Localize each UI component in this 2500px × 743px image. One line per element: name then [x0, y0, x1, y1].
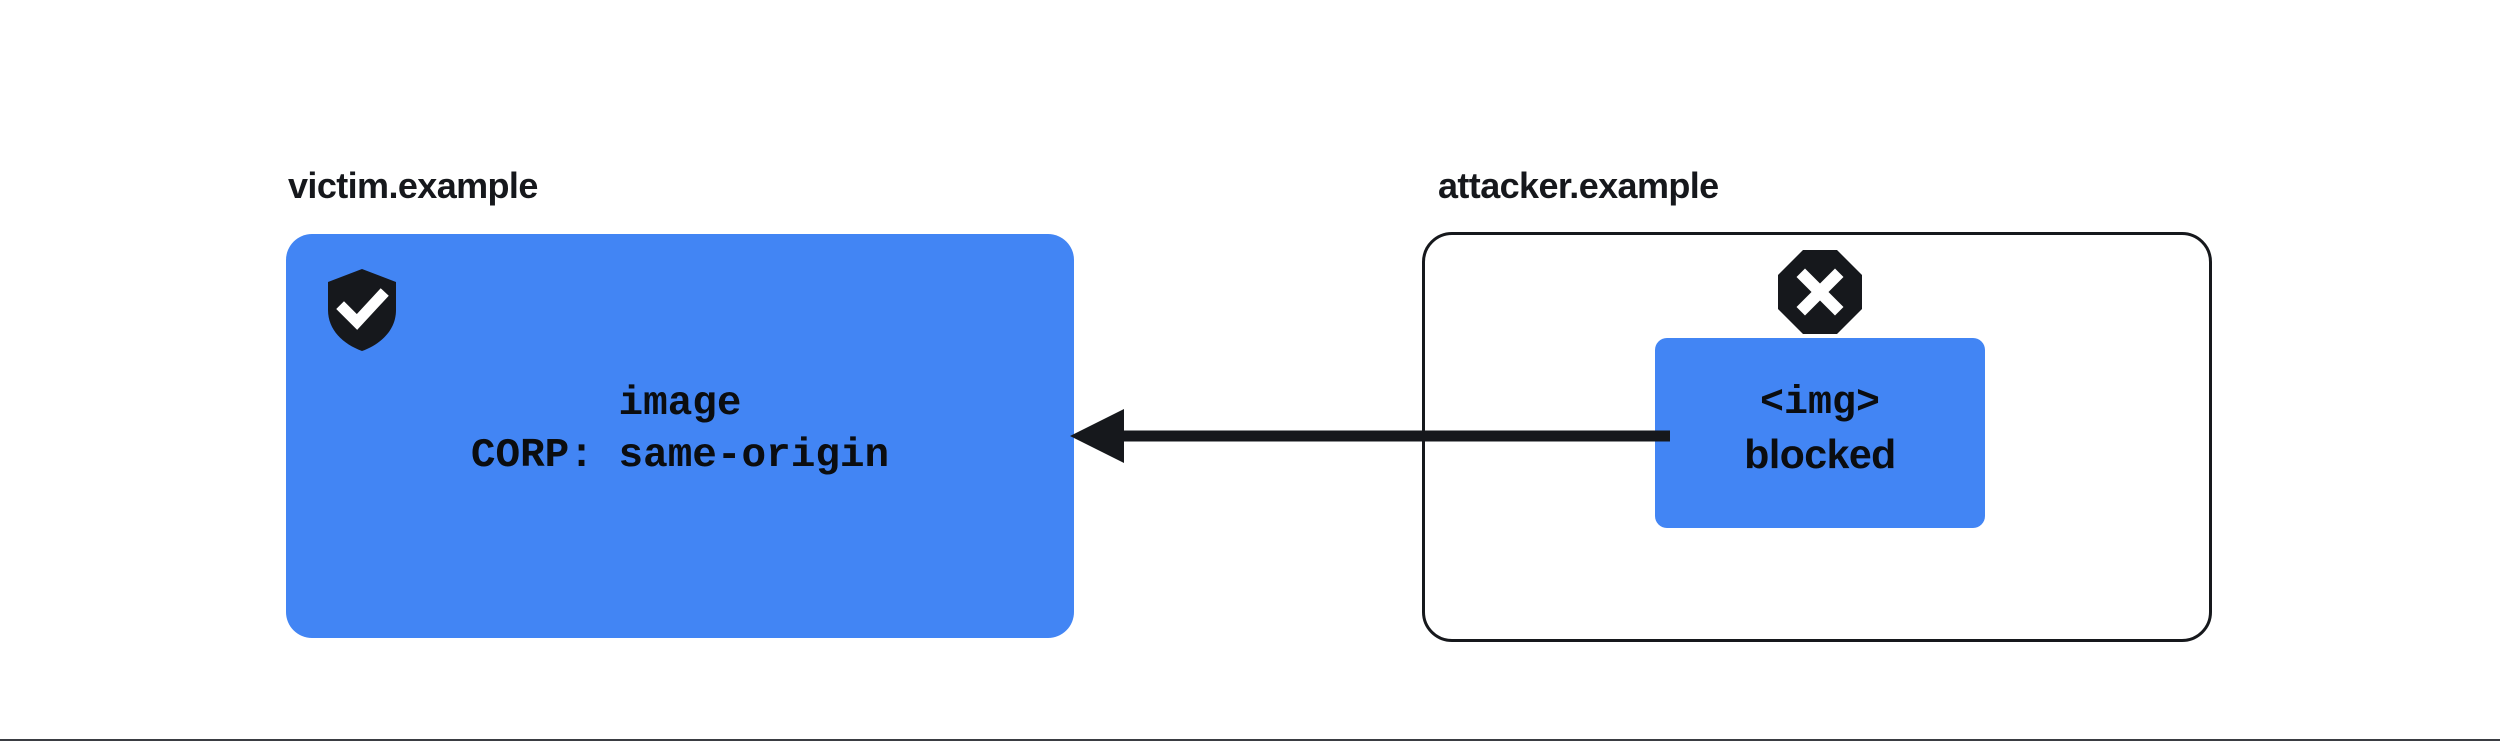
- origin-panel-victim: [286, 234, 1074, 638]
- blocked-request-arrow: [1070, 409, 1670, 463]
- victim-resource-text: image CORP: same-origin: [286, 378, 1074, 483]
- attacker-embed-box: <img> blocked: [1655, 338, 1985, 528]
- shield-check-icon: [328, 269, 396, 351]
- attacker-embed-tag: <img>: [1759, 381, 1881, 426]
- bottom-divider: [0, 739, 2500, 741]
- attacker-embed-text: <img> blocked: [1655, 380, 1985, 479]
- blocked-octagon-x-icon: [1778, 250, 1862, 334]
- victim-resource-header: CORP: same-origin: [470, 433, 890, 480]
- attacker-embed-state: blocked: [1744, 430, 1896, 477]
- origin-label-victim: victim.example: [288, 165, 538, 206]
- origin-label-attacker: attacker.example: [1438, 165, 1719, 206]
- victim-resource-name: image: [618, 381, 742, 427]
